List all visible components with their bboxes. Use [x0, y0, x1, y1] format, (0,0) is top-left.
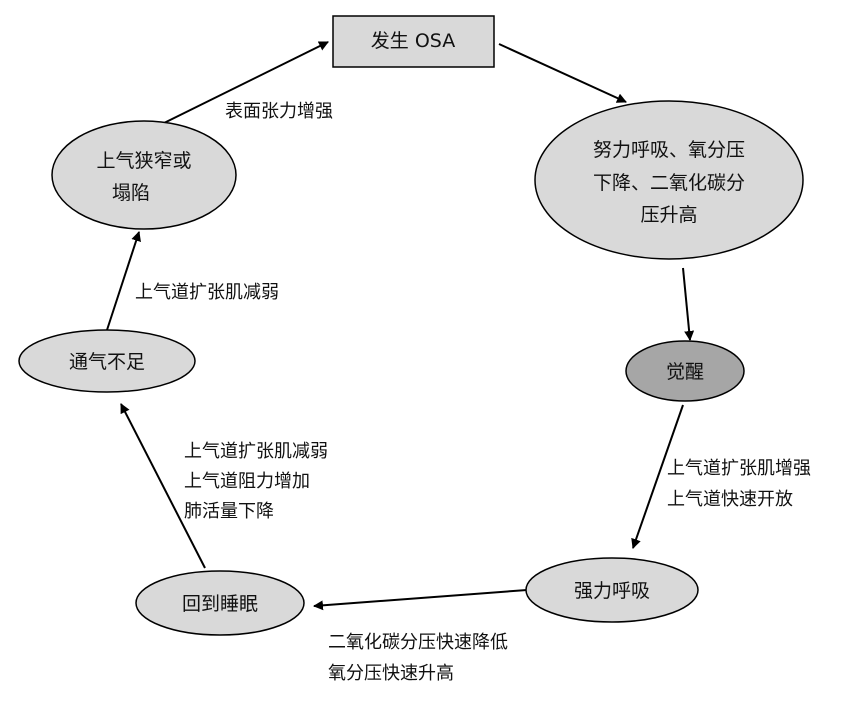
node-hypo-label: 通气不足: [69, 351, 145, 373]
edge-label-arousal-to-strong-line-2: 上气道快速开放: [667, 489, 793, 510]
node-collapse-line-2: 塌陷: [112, 182, 150, 204]
edge-label-sleep-to-hypo-line-1: 上气道扩张肌减弱: [184, 441, 328, 462]
node-arousal: 觉醒: [625, 340, 745, 402]
arrow-arousal-to-strong: [631, 404, 684, 549]
edge-label-hypo-to-collapse-line-1: 上气道扩张肌减弱: [135, 282, 279, 303]
arrow-start-to-effort: [498, 43, 627, 103]
node-strong: 强力呼吸: [525, 557, 699, 623]
arrow-hypo-to-collapse: [106, 231, 141, 331]
node-strong-label: 强力呼吸: [574, 580, 650, 602]
node-sleep-shape: [135, 570, 305, 636]
node-start-label: 发生 OSA: [371, 30, 455, 52]
node-strong-shape: [525, 557, 699, 623]
edge-label-sleep-to-hypo: 上气道扩张肌减弱 上气道阻力增加 肺活量下降: [184, 441, 328, 522]
edge-label-strong-to-sleep: 二氧化碳分压快速降低 氧分压快速升高: [328, 632, 508, 684]
node-sleep-label: 回到睡眠: [182, 593, 258, 615]
node-start: 发生 OSA: [332, 15, 495, 68]
node-arousal-shape: [625, 340, 745, 402]
arrow-strong-to-sleep: [313, 589, 528, 611]
node-hypo-shape: [18, 329, 196, 393]
node-effort-shape: [534, 100, 804, 260]
edge-label-collapse-to-start: 表面张力增强: [225, 101, 333, 122]
arrow-sleep-to-hypo: [120, 403, 206, 569]
edge-label-strong-to-sleep-line-2: 氧分压快速升高: [328, 663, 454, 684]
edge-label-sleep-to-hypo-line-2: 上气道阻力增加: [184, 471, 310, 492]
edge-label-arousal-to-strong-line-1: 上气道扩张肌增强: [667, 458, 811, 479]
edge-label-collapse-to-start-line-1: 表面张力增强: [225, 101, 333, 122]
node-collapse-shape: [51, 120, 237, 230]
node-hypo: 通气不足: [18, 329, 196, 393]
node-effort-line-1: 努力呼吸、氧分压: [593, 139, 745, 161]
node-effort-line-3: 压升高: [640, 204, 697, 226]
edge-label-strong-to-sleep-line-1: 二氧化碳分压快速降低: [328, 632, 508, 653]
arrow-collapse-to-start: [161, 41, 329, 125]
edge-label-sleep-to-hypo-line-3: 肺活量下降: [184, 501, 274, 522]
node-effort-line-2: 下降、二氧化碳分: [593, 172, 745, 194]
node-collapse: 上气狭窄或 塌陷: [51, 120, 237, 230]
node-start-box: [332, 15, 495, 68]
arrow-effort-to-arousal: [682, 267, 695, 341]
node-effort: 努力呼吸、氧分压 下降、二氧化碳分 压升高: [534, 100, 804, 260]
node-arousal-label: 觉醒: [666, 361, 704, 383]
edge-label-hypo-to-collapse: 上气道扩张肌减弱: [135, 282, 279, 303]
node-collapse-line-1: 上气狭窄或: [96, 150, 191, 172]
edge-label-arousal-to-strong: 上气道扩张肌增强 上气道快速开放: [667, 458, 811, 510]
node-sleep: 回到睡眠: [135, 570, 305, 636]
